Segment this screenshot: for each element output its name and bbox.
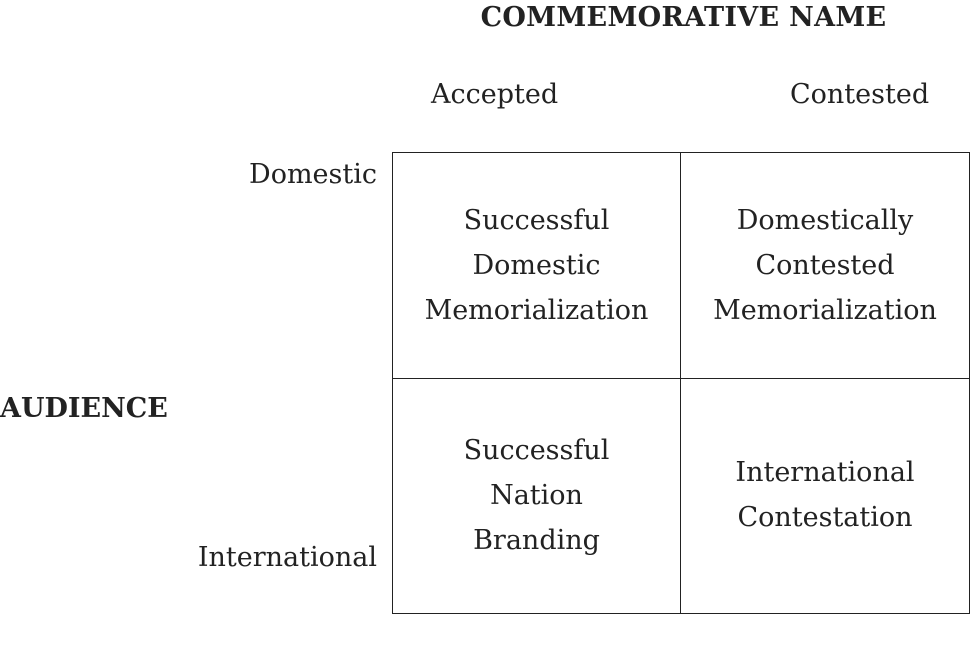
column-header-accepted: Accepted bbox=[431, 79, 559, 110]
cell-label: International Contestation bbox=[735, 457, 915, 533]
column-header-contested: Contested bbox=[790, 79, 930, 110]
row-axis-title: AUDIENCE bbox=[0, 393, 168, 424]
typology-matrix: Successful Domestic Memorialization Dome… bbox=[392, 152, 970, 614]
cell-label: Domestically Contested Memorialization bbox=[713, 205, 937, 326]
cell-domestic-accepted: Successful Domestic Memorialization bbox=[393, 153, 681, 379]
column-axis-title: COMMEMORATIVE NAME bbox=[480, 2, 887, 33]
row-header-international: International bbox=[197, 542, 377, 573]
cell-label: Successful Domestic Memorialization bbox=[424, 205, 649, 326]
cell-label: Successful Nation Branding bbox=[463, 435, 610, 556]
cell-international-contested: International Contestation bbox=[681, 379, 969, 613]
row-header-domestic: Domestic bbox=[249, 159, 377, 190]
cell-domestic-contested: Domestically Contested Memorialization bbox=[681, 153, 969, 379]
cell-international-accepted: Successful Nation Branding bbox=[393, 379, 681, 613]
